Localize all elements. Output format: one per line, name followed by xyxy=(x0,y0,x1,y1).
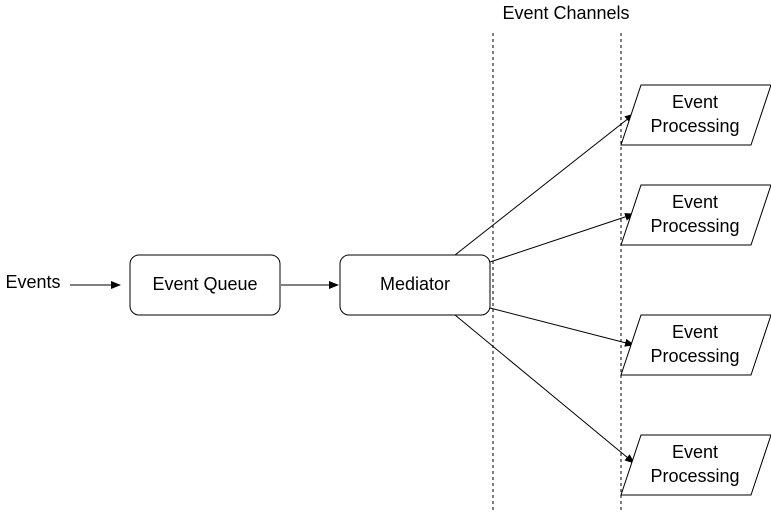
event-channels-label: Event Channels xyxy=(502,3,629,23)
events-input-label: Events xyxy=(5,272,60,292)
mediator-label: Mediator xyxy=(380,274,450,294)
event-processing-node-4: Event Processing xyxy=(620,434,771,496)
event-processing-label-3-line1: Event xyxy=(672,322,718,342)
event-processing-label-4-line2: Processing xyxy=(650,466,739,486)
event-processing-label-1-line2: Processing xyxy=(650,116,739,136)
event-processing-label-3-line2: Processing xyxy=(650,346,739,366)
event-processing-node-2: Event Processing xyxy=(620,184,771,246)
event-processing-label-2-line1: Event xyxy=(672,192,718,212)
mediator-to-processor-2-arrow xyxy=(489,213,635,263)
event-processing-label-4-line1: Event xyxy=(672,442,718,462)
event-processing-node-3: Event Processing xyxy=(620,314,771,376)
event-processing-label-1-line1: Event xyxy=(672,92,718,112)
mediator-to-processor-1-arrow xyxy=(454,113,635,256)
mediator-to-processor-4-arrow xyxy=(454,314,635,464)
event-queue-node: Event Queue xyxy=(129,254,281,316)
mediator-to-processor-3-arrow xyxy=(489,307,635,347)
mediator-node: Mediator xyxy=(339,254,491,316)
event-processing-label-2-line2: Processing xyxy=(650,216,739,236)
event-processing-node-1: Event Processing xyxy=(620,84,771,146)
event-queue-label: Event Queue xyxy=(152,274,257,294)
